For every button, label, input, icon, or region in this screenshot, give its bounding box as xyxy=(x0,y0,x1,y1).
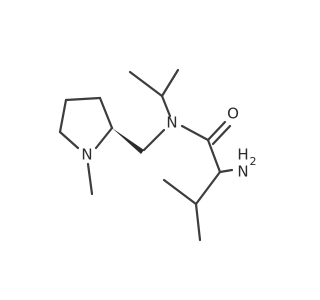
bond-ch-methyl-down xyxy=(194,202,202,242)
bond-n-carbonyl xyxy=(180,124,210,142)
structure-diagram: N O N H 2 N xyxy=(58,68,257,242)
atom-label-carbonyl-o: O xyxy=(227,105,239,123)
molecule-canvas: N O N H 2 N xyxy=(58,68,257,242)
bond-isopropyl-methyl-right xyxy=(160,68,180,98)
atom-label-ring-n: N xyxy=(81,146,92,164)
bond-alpha-ch xyxy=(194,170,222,206)
bond-ring-n-methyl xyxy=(86,162,94,196)
bond-ch-methyl-upleft xyxy=(162,178,198,206)
atom-label-nh2-h: H xyxy=(237,146,248,164)
bond-ring-c5-n xyxy=(58,130,80,150)
bond-ring-n-c2 xyxy=(94,126,114,150)
bond-n-isopropyl-ch xyxy=(160,94,172,118)
wedge-bond-c2-ch2 xyxy=(112,128,144,154)
atom-label-nh2-sub: 2 xyxy=(250,155,257,168)
bond-carbonyl-alpha xyxy=(206,138,222,174)
bond-alpha-nh2 xyxy=(218,168,234,174)
atom-label-amide-n: N xyxy=(166,114,177,132)
bond-n-ch2 xyxy=(142,128,166,152)
bond-isopropyl-methyl-left xyxy=(128,70,164,98)
bond-ring-c3-c4 xyxy=(64,96,102,102)
bond-carbonyl-o-2 xyxy=(211,124,232,146)
bond-carbonyl-o-1 xyxy=(206,120,227,142)
atom-labels: N O N H 2 N xyxy=(81,105,256,181)
bond-ring-c2-c3 xyxy=(98,96,114,130)
bond-ring-c4-c5 xyxy=(58,98,68,134)
bonds xyxy=(58,68,234,242)
atom-label-nh2-n: N xyxy=(237,163,248,181)
